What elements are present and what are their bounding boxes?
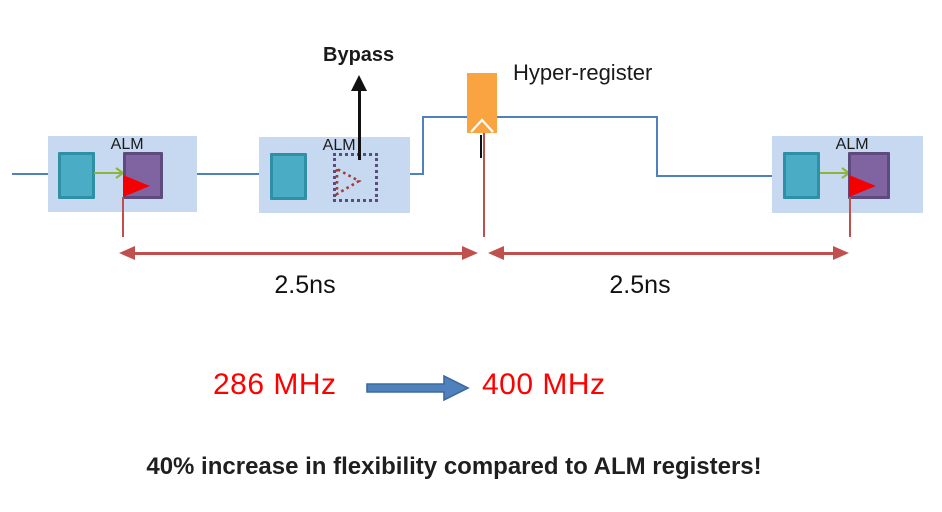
- flow-arrow-icon: [366, 374, 470, 402]
- bypass-arrowhead-icon: [351, 75, 367, 91]
- clock-line: [483, 133, 485, 237]
- lut-rect: [58, 152, 95, 199]
- frequency-after: 400 MHz: [482, 368, 606, 401]
- timing-label-left: 2.5ns: [274, 271, 336, 299]
- hyper-register-block: [467, 73, 497, 133]
- arrowhead-left-icon: [488, 246, 504, 260]
- wire-segment: [656, 116, 658, 177]
- wire-segment: [12, 173, 48, 175]
- bypassed-register-rect: [333, 153, 378, 202]
- wire-segment: [656, 175, 785, 177]
- clock-triangle-icon: [123, 175, 150, 197]
- wire-segment: [422, 116, 424, 175]
- alm-label: ALM: [322, 137, 356, 154]
- arrowhead-left-icon: [119, 246, 135, 260]
- clock-line: [122, 197, 124, 237]
- arrowhead-right-icon: [462, 246, 478, 260]
- lut-rect: [783, 152, 820, 199]
- clock-line: [849, 197, 851, 237]
- wire-segment: [197, 173, 259, 175]
- clock-triangle-icon: [849, 175, 876, 197]
- dimension-arrow-right: [488, 246, 849, 260]
- clock-chevron-icon: [470, 118, 494, 133]
- bypassed-clock-triangle-icon: [335, 167, 362, 197]
- wire-segment: [422, 116, 658, 118]
- bypass-label: Bypass: [323, 44, 395, 66]
- alm-block: ALM: [259, 137, 410, 213]
- dimension-arrow-left: [119, 246, 478, 260]
- lut-rect: [270, 153, 307, 200]
- alm-label: ALM: [110, 136, 144, 153]
- clock-stub-line: [480, 135, 482, 158]
- alm-label: ALM: [835, 136, 869, 153]
- frequency-before: 286 MHz: [213, 368, 337, 401]
- alm-block: ALM: [772, 136, 923, 213]
- timing-label-right: 2.5ns: [609, 271, 671, 299]
- arrowhead-right-icon: [833, 246, 849, 260]
- summary-text: 40% increase in flexibility compared to …: [146, 453, 762, 480]
- bypass-arrow: [358, 89, 361, 160]
- wire-segment: [410, 173, 424, 175]
- hyper-register-label: Hyper-register: [513, 60, 653, 85]
